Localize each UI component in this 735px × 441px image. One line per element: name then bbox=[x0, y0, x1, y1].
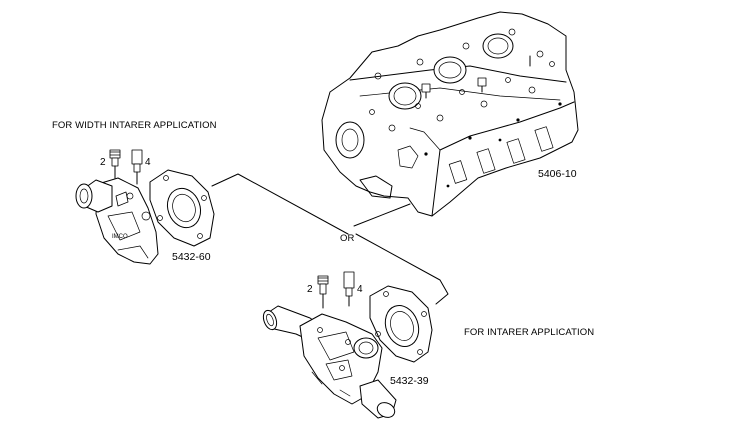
part-number-upper-pump: 5432-60 bbox=[172, 251, 211, 263]
lower-sensor-4-drawing bbox=[343, 271, 355, 307]
callout-lower-4: 4 bbox=[357, 284, 363, 295]
callout-upper-4: 4 bbox=[145, 157, 151, 168]
lower-sensor-2-drawing bbox=[317, 275, 329, 309]
engine-block-drawing bbox=[321, 11, 579, 217]
part-number-engine-block: 5406-10 bbox=[538, 168, 577, 180]
upper-water-pump-drawing: IMCO bbox=[75, 177, 159, 265]
caption-intarer: FOR INTARER APPLICATION bbox=[464, 327, 594, 338]
upper-sensor-2-drawing bbox=[109, 149, 121, 179]
svg-text:IMCO: IMCO bbox=[112, 234, 128, 240]
lower-gasket-drawing bbox=[369, 285, 433, 363]
callout-lower-2: 2 bbox=[307, 284, 313, 295]
callout-upper-2: 2 bbox=[100, 157, 106, 168]
caption-or: OR bbox=[340, 233, 354, 244]
assembly-lines bbox=[211, 173, 449, 305]
lower-water-pump-drawing bbox=[262, 305, 397, 419]
upper-sensor-4-drawing bbox=[131, 149, 143, 185]
part-number-lower-pump: 5432-39 bbox=[390, 375, 429, 387]
caption-with-intarer: FOR WIDTH INTARER APPLICATION bbox=[52, 120, 217, 131]
upper-gasket-drawing bbox=[149, 169, 215, 247]
